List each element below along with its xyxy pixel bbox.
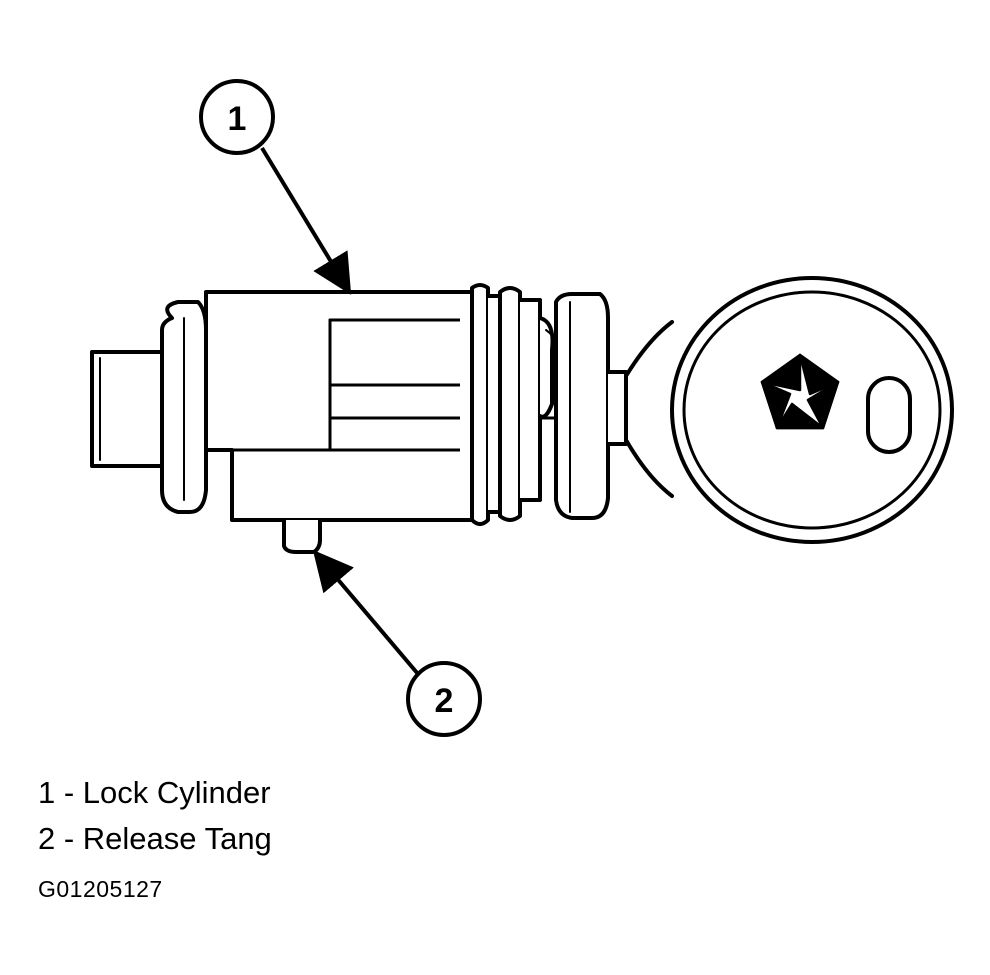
face-cap [554, 292, 610, 520]
lock-cylinder-body [204, 290, 472, 522]
pentastar-logo [760, 353, 840, 430]
retaining-ring-2 [498, 286, 522, 522]
release-tang [282, 518, 322, 554]
callout-1: 1 [199, 79, 352, 295]
callout-2: 2 [312, 549, 482, 737]
key-slot [866, 376, 912, 454]
legend: 1 - Lock Cylinder 2 - Release Tang [38, 770, 272, 862]
legend-item-lock-cylinder: 1 - Lock Cylinder [38, 775, 271, 810]
retaining-ring [470, 283, 490, 526]
svg-text:1: 1 [228, 100, 247, 138]
legend-item-release-tang: 2 - Release Tang [38, 821, 272, 856]
svg-text:2: 2 [435, 682, 454, 720]
lock-cylinder-diagram: 1 2 [90, 79, 954, 737]
key-shank [606, 370, 628, 446]
figure-id: G01205127 [38, 876, 163, 902]
